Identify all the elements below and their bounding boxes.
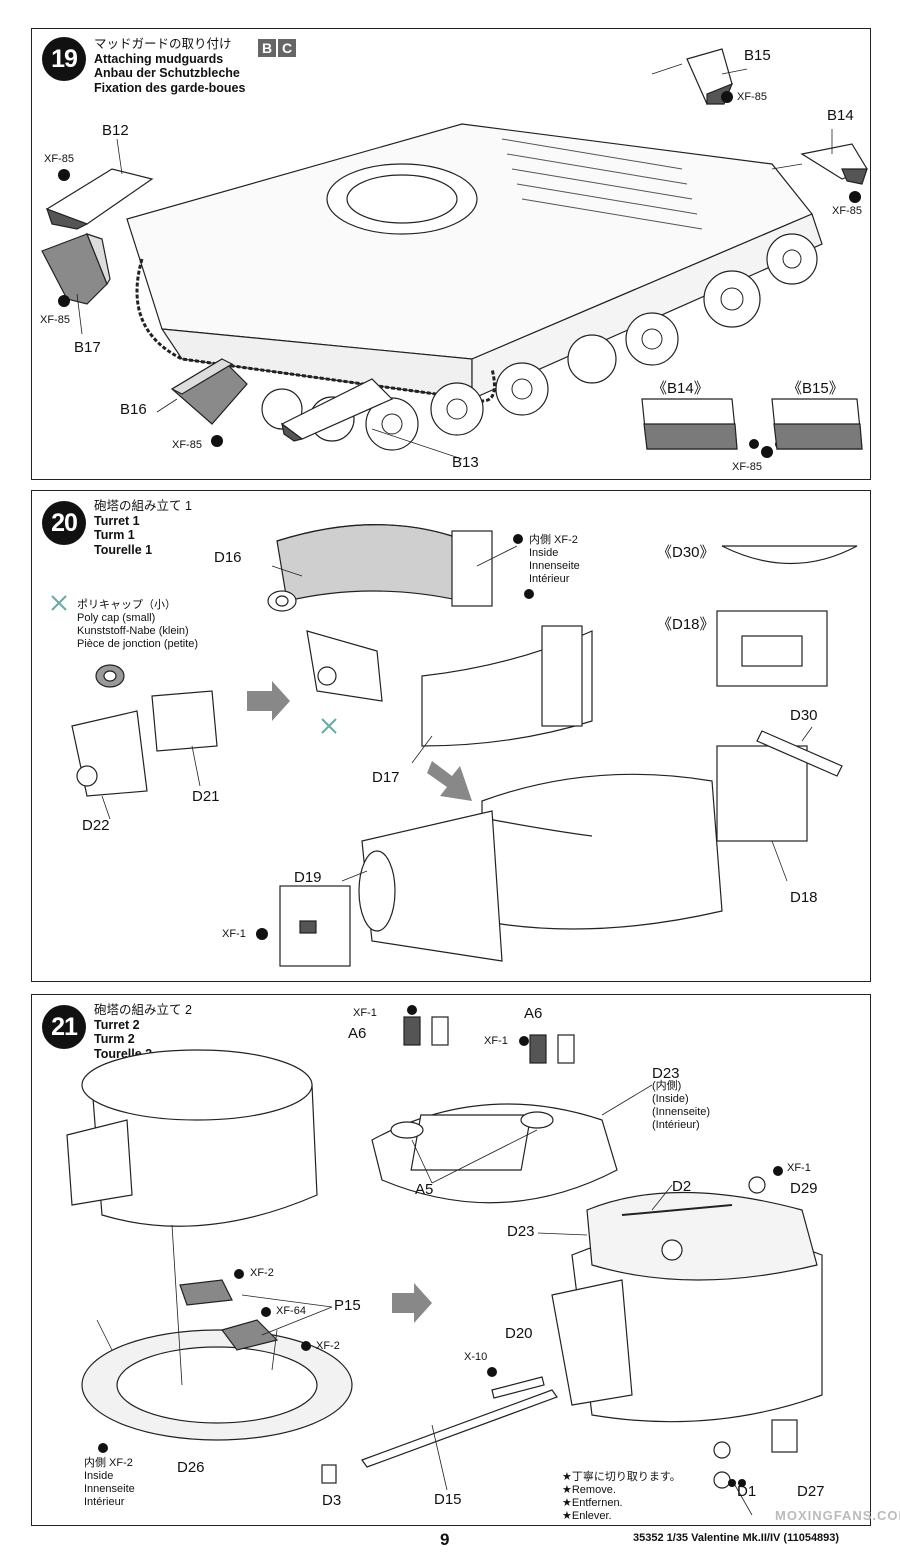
part-label-d23: D23: [652, 1065, 680, 1082]
part-label-b16: B16: [120, 401, 147, 418]
inside-fr: Intérieur: [84, 1496, 125, 1508]
step-title: マッドガードの取り付け Attaching mudguards Anbau de…: [94, 37, 245, 95]
d23-en: (Inside): [652, 1093, 689, 1105]
title-en: Turret 1: [94, 513, 140, 528]
step-number-badge: 19: [42, 37, 86, 81]
paint-label: XF-2: [250, 1267, 274, 1279]
polycap-fr: Pièce de jonction (petite): [77, 638, 199, 650]
part-label-d30: D30: [790, 707, 818, 724]
step-19-panel: 19 マッドガードの取り付け Attaching mudguards Anbau…: [31, 28, 871, 480]
view-label-d30: 《D30》: [657, 544, 715, 561]
part-label-d21: D21: [192, 788, 220, 805]
part-label-b15: B15: [744, 47, 771, 64]
inside-note: 内側 XF-2 Inside Innenseite Intérieur: [84, 1457, 135, 1509]
d23-inside-note: D23 (内側) (Inside) (Innenseite) (Intérieu…: [652, 1065, 711, 1132]
polycap-de: Kunststoff-Nabe (klein): [77, 625, 189, 637]
part-label-b12: B12: [102, 122, 129, 139]
inside-de: Innenseite: [529, 560, 580, 572]
paint-label: XF-85: [44, 153, 74, 165]
paint-label: XF-85: [40, 314, 70, 326]
polycap-jp: ポリキャップ（小）: [77, 599, 176, 611]
title-fr: Fixation des garde-boues: [94, 80, 246, 95]
part-label-d20: D20: [505, 1325, 533, 1342]
title-en: Turret 2: [94, 1017, 140, 1032]
tree-c-badge: C: [278, 39, 296, 57]
turret-assembly-1-illustration: [51, 524, 858, 967]
remove-note: ★丁寧に切り取ります。 ★Remove. ★Entfernen. ★Enleve…: [562, 1471, 681, 1523]
remove-jp: ★丁寧に切り取ります。: [562, 1471, 681, 1483]
part-label-a5: A5: [415, 1181, 434, 1198]
polycap-note: ポリキャップ（小） Poly cap (small) Kunststoff-Na…: [77, 599, 198, 651]
view-label-b14: 《B14》: [652, 380, 709, 397]
part-label-d18: D18: [790, 889, 818, 906]
part-label-d19: D19: [294, 869, 322, 886]
paint-label: XF-64: [276, 1305, 306, 1317]
inside-de: Innenseite: [84, 1483, 135, 1495]
part-label-d27: D27: [797, 1483, 825, 1500]
d23-fr: (Intérieur): [652, 1119, 700, 1131]
part-label-d3: D3: [322, 1492, 342, 1509]
paint-label: XF-1: [353, 1007, 377, 1019]
inside-jp: 内側 XF-2: [84, 1457, 133, 1469]
footer-kit-info: 35352 1/35 Valentine Mk.II/IV (11054893): [633, 1532, 840, 1544]
part-label-a6: A6: [348, 1025, 367, 1042]
paint-label: XF-85: [737, 91, 767, 103]
part-label-d2: D2: [672, 1178, 692, 1195]
remove-fr: ★Enlever.: [562, 1510, 612, 1522]
paint-label: XF-85: [732, 461, 762, 473]
d23-jp: (内側): [652, 1080, 682, 1092]
paint-label: XF-1: [787, 1162, 811, 1174]
view-label-d18: 《D18》: [657, 616, 715, 633]
page-number: 9: [440, 1530, 450, 1549]
step-21-panel: 21 砲塔の組み立て 2 Turret 2 Turm 2 Tourelle 2: [31, 994, 871, 1526]
paint-label: XF-85: [172, 439, 202, 451]
paint-label: XF-1: [222, 928, 246, 940]
part-label-d26: D26: [177, 1459, 205, 1476]
part-label-d17: D17: [372, 769, 400, 786]
inside-jp: 内側 XF-2: [529, 534, 578, 546]
part-label-d22: D22: [82, 817, 110, 834]
paint-label: X-10: [464, 1351, 488, 1363]
inside-en: Inside: [84, 1470, 114, 1482]
step-20-panel: 20 砲塔の組み立て 1 Turret 1 Turm 1 Tourelle 1: [31, 490, 871, 982]
hull-mudguard-illustration: [41, 48, 868, 460]
step-title: 砲塔の組み立て 2 Turret 2 Turm 2 Tourelle 2: [94, 1003, 192, 1061]
title-jp: 砲塔の組み立て 2: [94, 1003, 192, 1017]
view-label-b15: 《B15》: [787, 380, 844, 397]
part-label-b14: B14: [827, 107, 854, 124]
step-number-badge: 21: [42, 1005, 86, 1049]
part-label-b13: B13: [452, 454, 479, 471]
part-label-d23: D23: [507, 1223, 535, 1240]
polycap-en: Poly cap (small): [77, 612, 156, 624]
paint-label: XF-85: [832, 205, 862, 217]
turret-assembly-2-illustration: [66, 1005, 823, 1516]
part-label-d29: D29: [790, 1180, 818, 1197]
inside-en: Inside: [529, 547, 559, 559]
title-de: Turm 2: [94, 1032, 135, 1046]
part-label-b17: B17: [74, 339, 101, 356]
part-label-d16: D16: [214, 549, 242, 566]
tree-b-badge: B: [258, 39, 276, 57]
part-label-d15: D15: [434, 1491, 462, 1508]
watermark: MOXINGFANS.COM: [775, 1508, 900, 1523]
remove-de: ★Entfernen.: [562, 1497, 623, 1509]
paint-label: XF-1: [484, 1035, 508, 1047]
part-label-d1: D1: [737, 1483, 757, 1500]
title-de: Anbau der Schutzbleche: [94, 66, 240, 80]
inside-fr: Intérieur: [529, 573, 570, 585]
step-number-badge: 20: [42, 501, 86, 545]
title-jp: 砲塔の組み立て 1: [94, 499, 192, 513]
inside-note: 内側 XF-2 Inside Innenseite Intérieur: [529, 534, 580, 586]
title-jp: マッドガードの取り付け: [94, 37, 232, 51]
title-en: Attaching mudguards: [94, 51, 224, 66]
step-title: 砲塔の組み立て 1 Turret 1 Turm 1 Tourelle 1: [94, 499, 192, 557]
remove-en: ★Remove.: [562, 1484, 616, 1496]
paint-label: XF-2: [316, 1340, 340, 1352]
part-label-p15: P15: [334, 1297, 361, 1314]
title-fr: Tourelle 1: [94, 542, 153, 557]
part-label-a6: A6: [524, 1005, 543, 1022]
d23-de: (Innenseite): [652, 1106, 711, 1118]
title-de: Turm 1: [94, 528, 135, 542]
